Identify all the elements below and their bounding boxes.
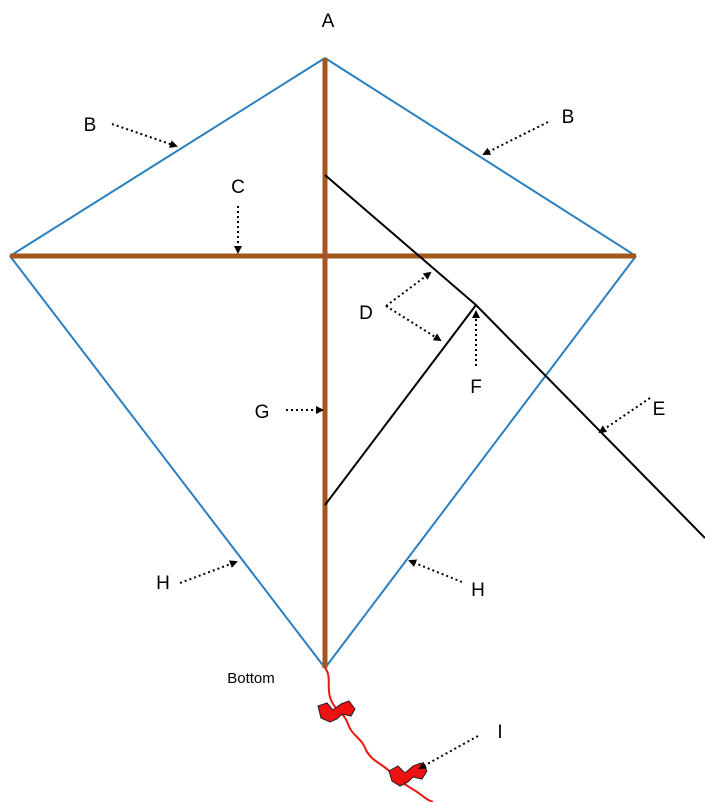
label-h-right: H [471,580,485,601]
kite-edge-bottom-left [9,255,326,669]
label-b-right: B [562,107,575,128]
label-bottom: Bottom [227,670,275,687]
label-i: I [497,722,502,743]
bridle-lower-string [324,304,477,506]
kite-tail [324,667,434,802]
pointer-d-upper [385,271,432,307]
pointer-i [418,735,479,769]
label-b-left: B [84,115,97,136]
pointer-e [598,397,651,434]
label-c: C [231,177,245,198]
label-e: E [653,399,666,420]
label-h-left: H [156,573,170,594]
label-a: A [322,11,335,32]
pointer-b-left [111,123,178,148]
label-g: G [255,402,270,423]
label-f: F [470,377,482,398]
pointer-h-right [408,559,463,583]
tail-bow-lower [388,762,428,787]
kite-edge-bottom-right [324,255,637,669]
pointer-d-lower [385,305,442,342]
pointer-b-right [482,121,549,155]
flying-line [475,304,705,539]
tail-bow-upper [317,700,356,723]
kite-edge-top-right [324,57,637,257]
bridle-upper-string [324,174,477,306]
kite-edge-top-left [9,57,326,257]
pointer-h-left [179,560,238,584]
label-d: D [359,303,373,324]
